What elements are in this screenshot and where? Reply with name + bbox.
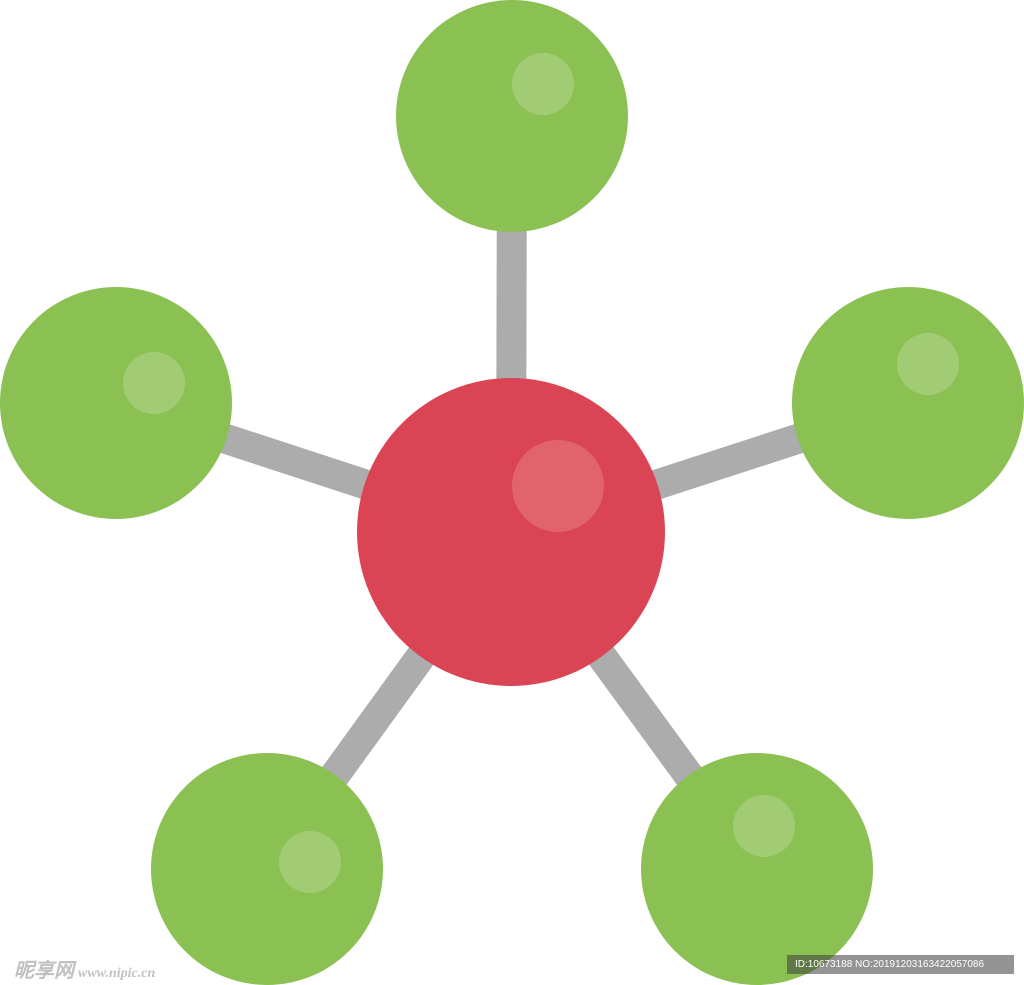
watermark-url: www.nipic.cn [78,966,156,981]
atom-center-sphere [357,378,665,686]
watermark-id-badge: ID:10673188 NO:20191203163422057086 [787,955,1014,974]
atom-left-highlight [123,352,185,414]
watermark-brand: 昵享网 www.nipic.cn [14,954,155,983]
atom-top [396,0,628,232]
atom-bottom-right-highlight [733,795,795,857]
atom-top-highlight [512,53,574,115]
atom-bottom-left-highlight [279,831,341,893]
atom-right-highlight [897,333,959,395]
watermark-brand-name: 昵享网 [14,960,74,982]
atom-center-highlight [512,440,604,532]
atom-bottom-right-sphere [641,753,873,985]
atom-bottom-left-sphere [151,753,383,985]
atom-left-sphere [0,287,232,519]
atom-bottom-left [151,753,383,985]
atom-left [0,287,232,519]
atom-right [792,287,1024,519]
atom-bottom-right [641,753,873,985]
atom-right-sphere [792,287,1024,519]
atom-center [357,378,665,686]
atom-top-sphere [396,0,628,232]
